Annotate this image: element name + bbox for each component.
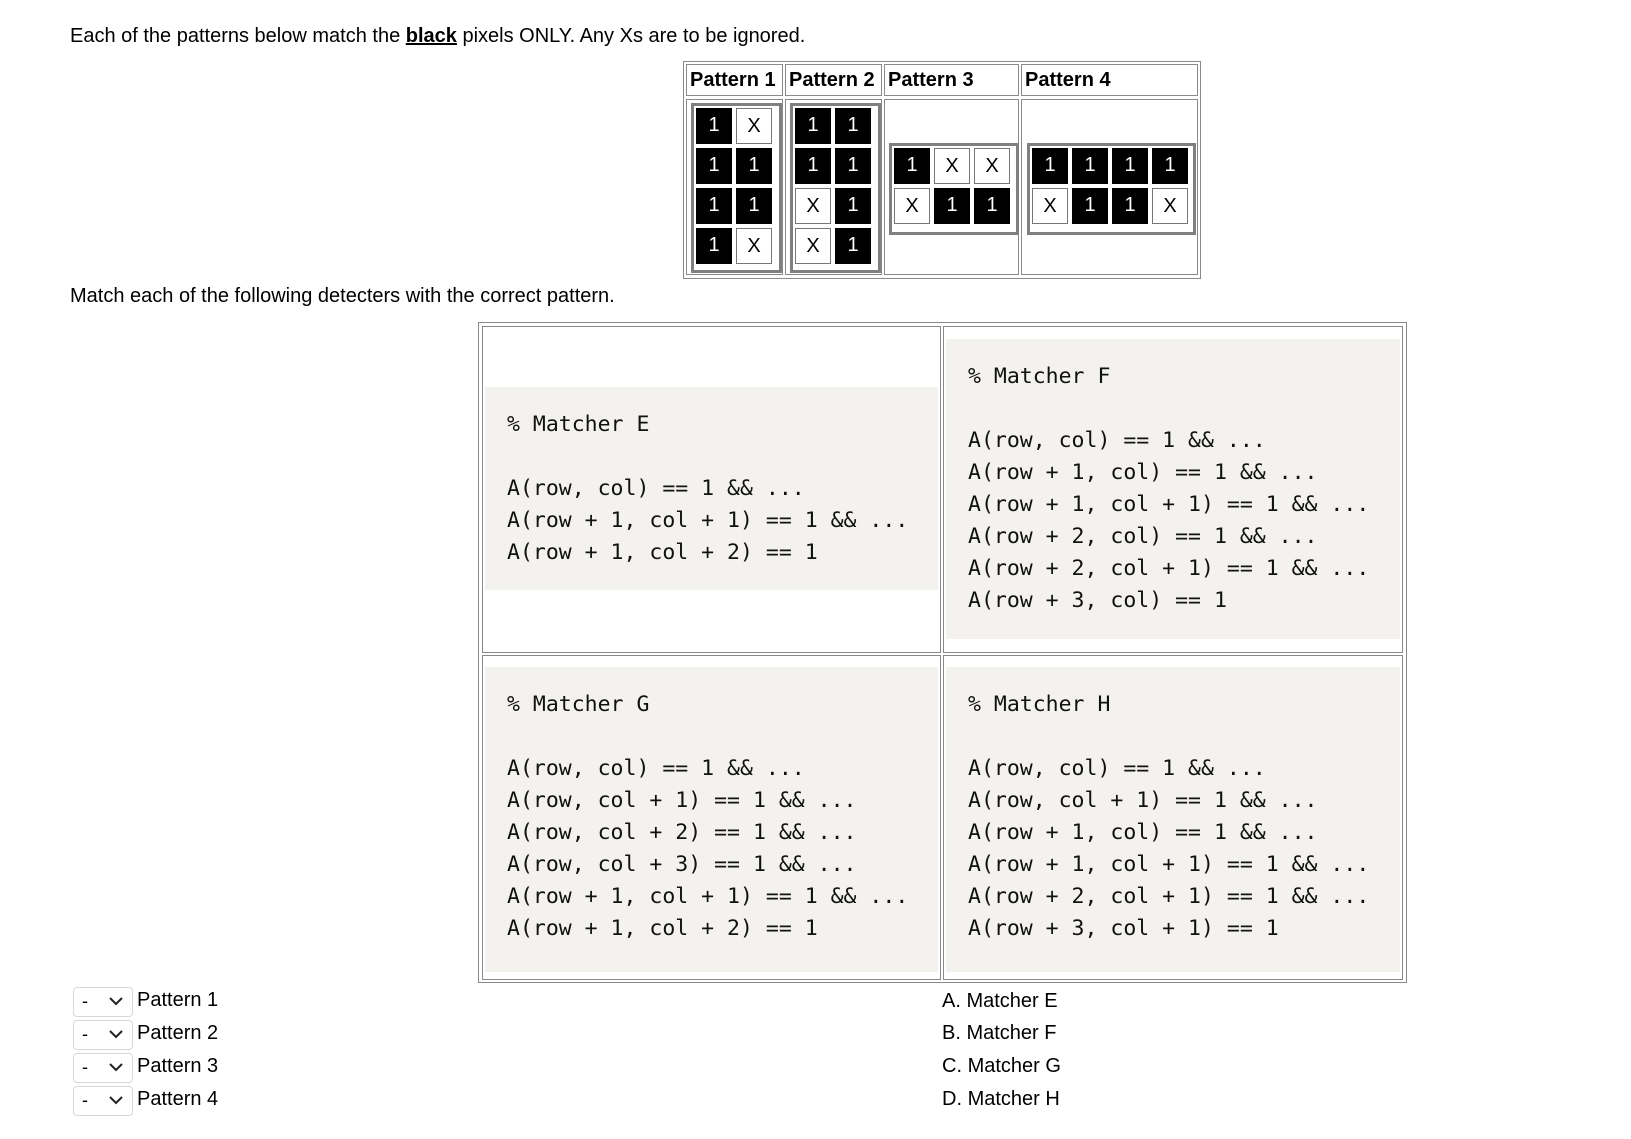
- intro-keyword: black: [405, 25, 457, 47]
- black-pixel-cell: 1: [1072, 188, 1108, 224]
- black-pixel-cell: 1: [795, 108, 831, 144]
- answer-option: D. Matcher H: [942, 1088, 1060, 1111]
- question-label: Pattern 4: [137, 1088, 219, 1110]
- ignored-x-cell: X: [894, 188, 930, 224]
- ignored-x-cell: X: [974, 148, 1010, 184]
- answer-text: Matcher F: [966, 1022, 1057, 1044]
- select-value: -: [82, 1024, 88, 1044]
- ignored-x-cell: X: [795, 188, 831, 224]
- black-pixel-cell: 1: [1032, 148, 1068, 184]
- matcher-f-code: % Matcher F A(row, col) == 1 && ... A(ro…: [946, 339, 1400, 639]
- black-pixel-cell: 1: [894, 148, 930, 184]
- intro-part: pixels ONLY. Any Xs are to be ignored.: [456, 25, 806, 47]
- black-pixel-cell: 1: [696, 188, 732, 224]
- ignored-x-cell: X: [736, 228, 772, 264]
- pattern-header: Pattern 1: [686, 64, 783, 96]
- black-pixel-cell: 1: [696, 228, 732, 264]
- intro-text: Each of the patterns below match the bla…: [70, 25, 805, 48]
- answer-letter: D.: [942, 1088, 962, 1110]
- pattern-header: Pattern 4: [1021, 64, 1198, 96]
- answer-letter: A.: [942, 990, 961, 1012]
- ignored-x-cell: X: [934, 148, 970, 184]
- pattern-header: Pattern 3: [884, 64, 1019, 96]
- answer-text: Matcher H: [967, 1088, 1060, 1110]
- black-pixel-cell: 1: [835, 148, 871, 184]
- question-label: Pattern 2: [137, 1022, 219, 1044]
- matcher-cell: % Matcher H A(row, col) == 1 && ... A(ro…: [943, 655, 1403, 980]
- black-pixel-cell: 1: [1072, 148, 1108, 184]
- select-value: -: [82, 1090, 88, 1110]
- matcher-e-code: % Matcher E A(row, col) == 1 && ... A(ro…: [485, 387, 938, 590]
- chevron-down-icon: [109, 1030, 123, 1039]
- answer-option: C. Matcher G: [942, 1055, 1061, 1078]
- answer-letter: C.: [942, 1055, 962, 1077]
- matcher-table: % Matcher E A(row, col) == 1 && ... A(ro…: [478, 322, 1407, 983]
- pattern-1-select[interactable]: -: [73, 987, 133, 1017]
- ignored-x-cell: X: [1032, 188, 1068, 224]
- answer-option: B. Matcher F: [942, 1022, 1057, 1045]
- black-pixel-cell: 1: [736, 148, 772, 184]
- select-value: -: [82, 991, 88, 1011]
- pattern-4-select[interactable]: -: [73, 1086, 133, 1116]
- ignored-x-cell: X: [795, 228, 831, 264]
- matcher-h-code: % Matcher H A(row, col) == 1 && ... A(ro…: [946, 667, 1400, 972]
- pattern-table: Pattern 1 Pattern 2 Pattern 3 Pattern 4 …: [683, 61, 1201, 279]
- matcher-cell: % Matcher E A(row, col) == 1 && ... A(ro…: [482, 326, 941, 653]
- pattern-3-select[interactable]: -: [73, 1053, 133, 1083]
- intro-part: Each of the patterns below match the: [70, 25, 406, 47]
- chevron-down-icon: [109, 1063, 123, 1072]
- select-value: -: [82, 1057, 88, 1077]
- answer-option: A. Matcher E: [942, 990, 1058, 1013]
- black-pixel-cell: 1: [835, 228, 871, 264]
- black-pixel-cell: 1: [795, 148, 831, 184]
- matcher-g-code: % Matcher G A(row, col) == 1 && ... A(ro…: [485, 667, 938, 972]
- instruction-text: Match each of the following detecters wi…: [70, 285, 615, 307]
- question-label: Pattern 3: [137, 1055, 219, 1077]
- matcher-cell: % Matcher F A(row, col) == 1 && ... A(ro…: [943, 326, 1403, 653]
- black-pixel-cell: 1: [696, 108, 732, 144]
- black-pixel-cell: 1: [974, 188, 1010, 224]
- answer-text: Matcher G: [967, 1055, 1061, 1077]
- black-pixel-cell: 1: [1112, 188, 1148, 224]
- question-label: Pattern 1: [137, 989, 219, 1011]
- black-pixel-cell: 1: [835, 188, 871, 224]
- matcher-cell: % Matcher G A(row, col) == 1 && ... A(ro…: [482, 655, 941, 980]
- chevron-down-icon: [109, 1096, 123, 1105]
- black-pixel-cell: 1: [1152, 148, 1188, 184]
- answer-letter: B.: [942, 1022, 961, 1044]
- chevron-down-icon: [109, 997, 123, 1006]
- black-pixel-cell: 1: [736, 188, 772, 224]
- pattern-2-select[interactable]: -: [73, 1020, 133, 1050]
- black-pixel-cell: 1: [934, 188, 970, 224]
- answer-text: Matcher E: [966, 990, 1058, 1012]
- black-pixel-cell: 1: [696, 148, 732, 184]
- black-pixel-cell: 1: [1112, 148, 1148, 184]
- pattern-header: Pattern 2: [785, 64, 882, 96]
- ignored-x-cell: X: [1152, 188, 1188, 224]
- black-pixel-cell: 1: [835, 108, 871, 144]
- ignored-x-cell: X: [736, 108, 772, 144]
